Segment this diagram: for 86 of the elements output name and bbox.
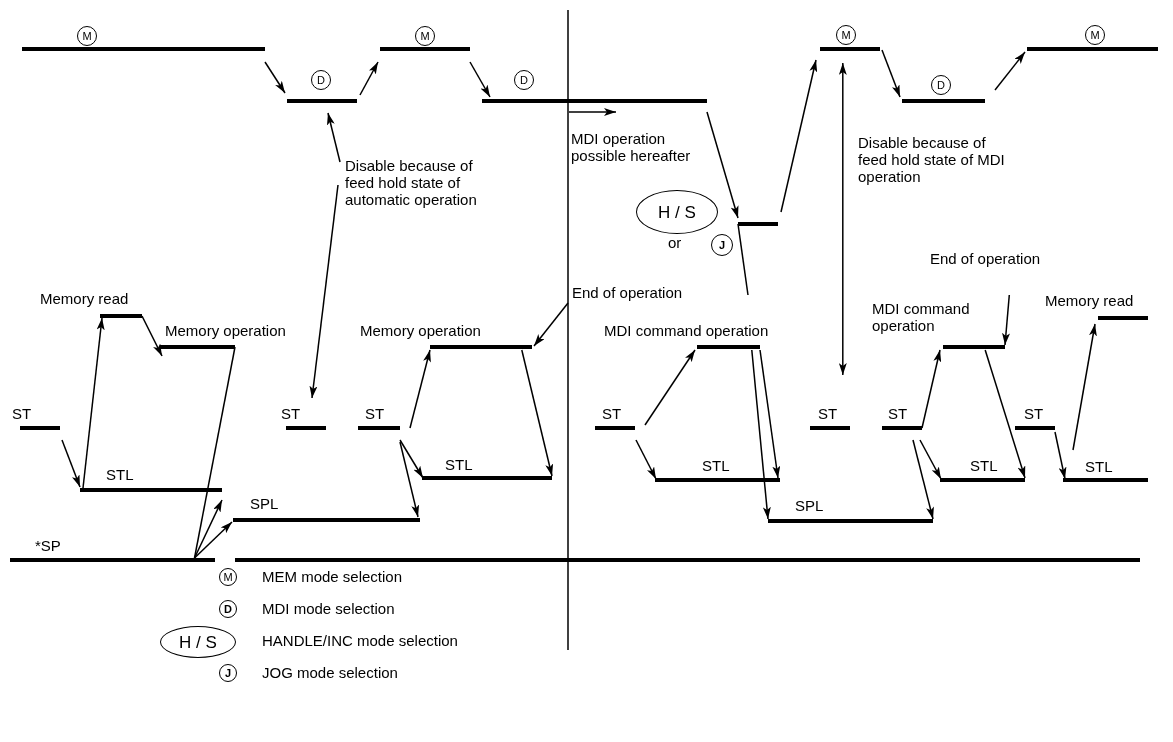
arrow [751,349,771,520]
signal-bar [22,47,265,51]
arrow [919,439,942,480]
mode-symbol: J [219,664,237,682]
mode-symbol: M [415,26,435,46]
signal-label: Memory operation [360,322,481,339]
arrow [994,51,1026,91]
arrow [141,315,163,357]
signal-label: STL [445,456,473,473]
arrow [912,439,934,520]
signal-label: SPL [795,497,824,514]
arrow [399,439,424,479]
arrow [1072,323,1097,451]
mode-symbol: D [311,70,331,90]
legend-text: MEM mode selection [262,568,403,585]
legend-text: HANDLE/INC mode selection [262,632,458,649]
arrow [326,112,341,163]
signal-bar [1027,47,1158,51]
double-arrow [838,62,847,376]
mode-symbol-ellipse: H / S [636,190,718,234]
signal-bar [235,558,1140,562]
signal-label: Memory read [1045,292,1134,309]
signal-bar [380,47,470,51]
arrow [706,111,739,219]
arrow [193,521,233,559]
annotation-text: Disable because of feed hold state of automatic operation [345,157,487,208]
annotation-text: Disable because of feed hold state of MDI operation [858,134,1006,185]
signal-bar [902,99,985,103]
signal-label: Memory operation [165,322,286,339]
signal-label: MDI command operation [872,300,971,334]
line [737,223,749,296]
arrow [469,61,491,98]
annotation-text: MDI operation possible hereafter [571,130,692,164]
signal-label: ST [818,405,838,422]
arrow [635,439,657,480]
mode-symbol: J [711,234,733,256]
mode-symbol-ellipse: H / S [160,626,236,658]
signal-bar [287,99,357,103]
signal-bar [482,99,707,103]
arrow [61,439,81,488]
signal-label: STL [106,466,134,483]
arrow [921,349,942,429]
arrow [409,349,431,429]
signal-label: *SP [35,537,61,554]
annotation-text: or [668,234,682,251]
signal-label: STL [702,457,730,474]
signal-bar [820,47,880,51]
mode-symbol: D [219,600,237,618]
mode-symbol: D [931,75,951,95]
legend-text: MDI mode selection [262,600,395,617]
mode-symbol: M [836,25,856,45]
legend-text: JOG mode selection [262,664,398,681]
arrow [359,61,379,96]
arrow [193,499,223,559]
arrow [82,317,105,489]
arrow [533,302,569,347]
signal-label: ST [12,405,32,422]
signal-label: SPL [250,495,279,512]
mode-symbol: M [77,26,97,46]
arrow [309,184,339,399]
signal-label: Memory read [40,290,129,307]
signal-label: ST [281,405,301,422]
signal-label: ST [602,405,622,422]
line [193,346,236,559]
signal-label: STL [970,457,998,474]
mode-symbol: D [514,70,534,90]
mode-symbol: M [1085,25,1105,45]
signal-label: ST [888,405,908,422]
arrow [1054,431,1067,480]
arrow [984,349,1026,479]
arrow [521,349,554,477]
signal-label: ST [365,405,385,422]
signal-bar [738,222,778,226]
arrow [399,441,420,518]
signal-label: ST [1024,405,1044,422]
arrow [644,349,696,426]
arrow [780,59,818,213]
signal-label: STL [1085,458,1113,475]
arrow [1002,294,1011,346]
annotation-text: End of operation [930,250,1041,267]
arrow [264,61,286,94]
arrow [759,349,781,479]
arrow [881,49,901,98]
mode-symbol: M [219,568,237,586]
signal-label: MDI command operation [604,322,769,339]
annotation-text: End of operation [572,284,683,301]
